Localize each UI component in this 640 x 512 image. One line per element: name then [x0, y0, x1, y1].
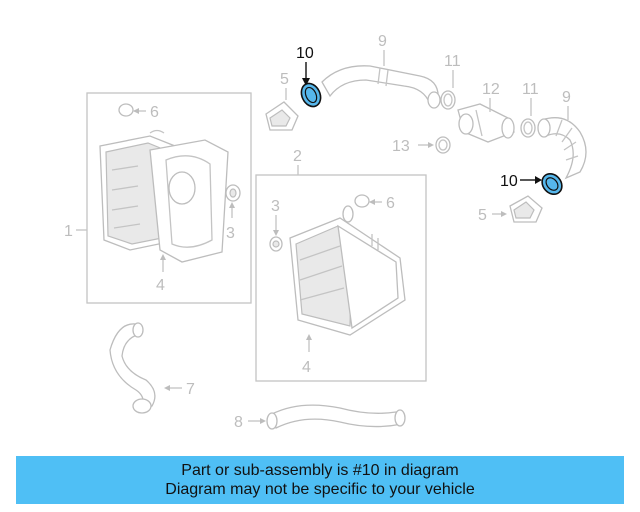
arrow-10b: [535, 176, 542, 184]
callout-7: 7: [186, 381, 195, 398]
callout-2: 2: [293, 148, 302, 165]
intake-hose-9b: [537, 117, 587, 180]
air-cleaner-assembly-2: [289, 205, 406, 336]
callout-5a: 5: [280, 71, 289, 88]
ring-part-6a: [118, 103, 134, 117]
arrow-3b: [273, 230, 279, 236]
callout-6b: 6: [386, 195, 395, 212]
arrow-13: [428, 142, 434, 148]
adapter-part-5b: [509, 195, 543, 223]
callout-3b: 3: [271, 198, 280, 215]
callout-5b: 5: [478, 207, 487, 224]
info-banner: Part or sub-assembly is #10 in diagram D…: [16, 456, 624, 504]
callout-11b: 11: [522, 81, 539, 98]
arrow-7: [164, 385, 170, 391]
arrow-4b: [306, 334, 312, 340]
grommet-part-3a: [225, 184, 241, 202]
arrow-3a: [229, 202, 235, 208]
callout-6a: 6: [150, 104, 159, 121]
arrow-6b: [369, 199, 375, 205]
clamp-part-13: [435, 136, 451, 154]
clamp-part-11a: [440, 90, 456, 110]
callout-13: 13: [392, 138, 410, 155]
callout-10b: 10: [500, 173, 518, 190]
callout-3a: 3: [226, 225, 235, 242]
arrow-4a: [160, 254, 166, 260]
arrow-6a: [133, 108, 139, 114]
hose-clamp-10a: [300, 82, 322, 108]
assembly-box-1: [86, 92, 252, 304]
banner-line-2: Diagram may not be specific to your vehi…: [165, 481, 475, 498]
ring-part-6b: [354, 194, 370, 208]
air-cleaner-assembly-1: [99, 129, 229, 263]
callout-4b: 4: [302, 359, 311, 376]
callout-9b: 9: [562, 89, 571, 106]
grommet-part-3b: [269, 236, 283, 252]
callout-1: 1: [64, 223, 73, 240]
connector-part-12: [457, 103, 515, 143]
intake-hose-8: [266, 404, 406, 430]
assembly-box-2: [255, 174, 427, 382]
callout-10a: 10: [296, 45, 314, 62]
callout-11a: 11: [444, 53, 461, 70]
hose-clamp-10b: [541, 172, 563, 196]
arrow-8: [260, 418, 266, 424]
callout-12: 12: [482, 81, 500, 98]
intake-hose-9a: [321, 65, 441, 109]
callout-4a: 4: [156, 277, 165, 294]
banner-line-1: Part or sub-assembly is #10 in diagram: [181, 462, 459, 479]
arrow-10a: [302, 78, 310, 86]
adapter-part-5a: [265, 101, 299, 131]
arrow-5b: [501, 211, 507, 217]
clamp-part-11b: [520, 118, 536, 138]
callout-9a: 9: [378, 33, 387, 50]
intake-hose-7: [109, 322, 156, 414]
callout-8: 8: [234, 414, 243, 431]
